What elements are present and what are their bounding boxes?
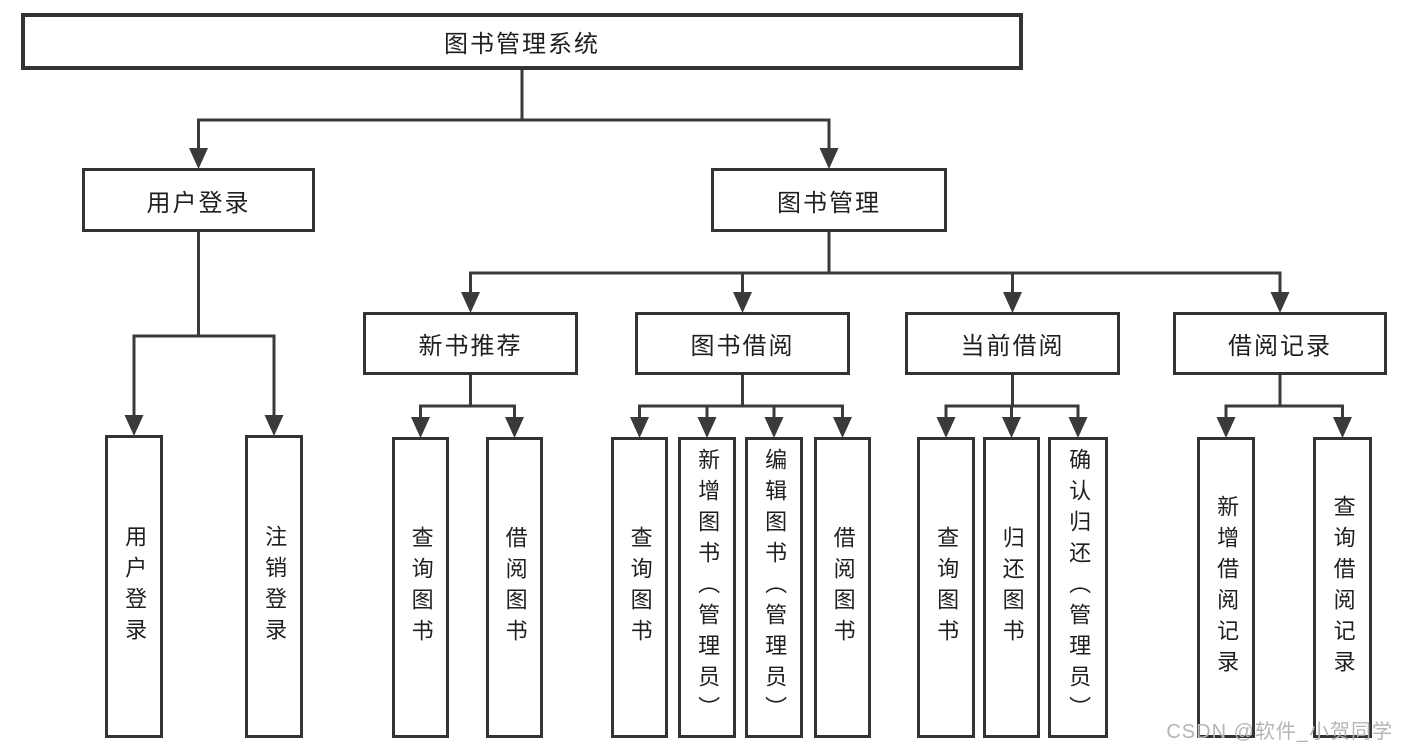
node-current-borrow: 当前借阅	[905, 312, 1120, 375]
node-leaf-br-query: 查询借阅记录	[1313, 437, 1372, 738]
node-leaf-bb-query: 查询图书	[611, 437, 668, 738]
node-leaf-br-add: 新增借阅记录	[1197, 437, 1255, 738]
node-label: 新书推荐	[418, 333, 523, 360]
node-book-mgmt: 图书管理	[711, 168, 947, 232]
node-label: 用户登录	[122, 524, 148, 649]
node-new-book-rec: 新书推荐	[363, 312, 578, 375]
node-label: 查询图书	[408, 525, 434, 650]
node-leaf-user-login: 用户登录	[105, 435, 163, 738]
node-leaf-bb-add: 新增图书（管理员）	[678, 437, 736, 738]
node-label: 借阅记录	[1228, 333, 1332, 360]
node-label: 新增图书（管理员）	[695, 448, 721, 727]
node-leaf-cb-query: 查询图书	[917, 437, 975, 738]
watermark: CSDN @软件_小贺同学	[1166, 721, 1393, 743]
node-leaf-nbr-query: 查询图书	[392, 437, 449, 738]
node-label: 注销登录	[262, 524, 288, 649]
node-label: 当前借阅	[960, 333, 1065, 360]
node-leaf-nbr-borrow: 借阅图书	[486, 437, 543, 738]
node-leaf-logout: 注销登录	[245, 435, 303, 738]
node-root: 图书管理系统	[21, 13, 1023, 70]
node-label: 借阅图书	[502, 525, 528, 650]
node-label: 新增借阅记录	[1214, 494, 1240, 681]
node-label: 查询图书	[627, 525, 653, 650]
node-user-login: 用户登录	[82, 168, 315, 232]
node-label: 图书管理	[777, 189, 881, 217]
node-label: 归还图书	[999, 525, 1025, 650]
node-label: 借阅图书	[830, 525, 856, 650]
node-label: 编辑图书（管理员）	[762, 448, 788, 727]
node-book-borrow: 图书借阅	[635, 312, 850, 375]
node-label: 图书借阅	[690, 333, 795, 360]
node-leaf-bb-borrow: 借阅图书	[814, 437, 871, 738]
node-label: 查询图书	[934, 525, 960, 650]
node-borrow-records: 借阅记录	[1173, 312, 1387, 375]
node-label: 查询借阅记录	[1330, 494, 1356, 681]
node-leaf-bb-edit: 编辑图书（管理员）	[745, 437, 803, 738]
node-label: 用户登录	[146, 189, 251, 217]
node-leaf-cb-confirm: 确认归还（管理员）	[1048, 437, 1108, 738]
node-label: 确认归还（管理员）	[1066, 448, 1092, 727]
node-label: 图书管理系统	[444, 31, 600, 58]
node-leaf-cb-return: 归还图书	[983, 437, 1040, 738]
